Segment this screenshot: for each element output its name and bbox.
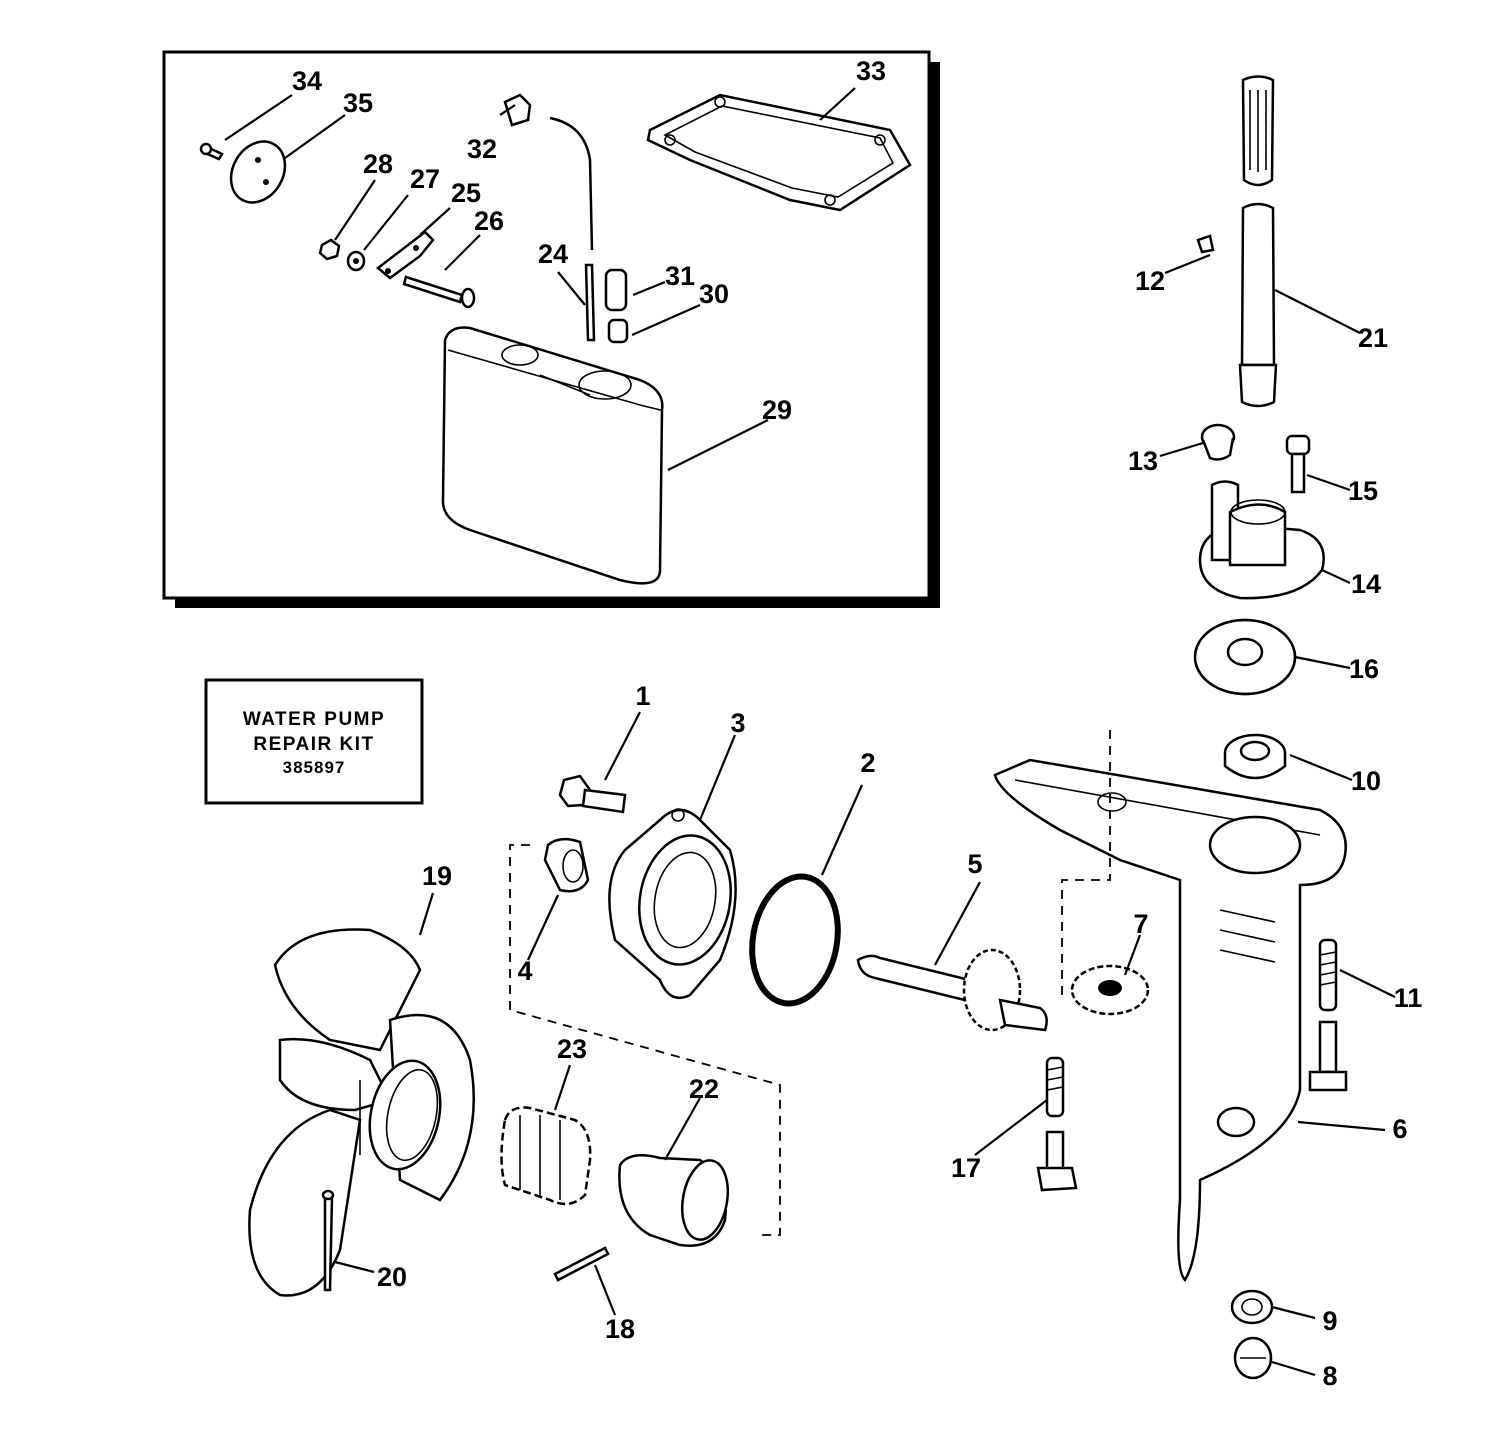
- leader-lines: [224, 87, 1396, 1377]
- callout-27: 27: [410, 164, 440, 194]
- sleeve-part-31: [604, 268, 628, 312]
- callout-12: 12: [1135, 266, 1165, 296]
- callout-5: 5: [967, 849, 982, 879]
- pump-housing-part-14: [1198, 480, 1325, 600]
- callout-17: 17: [951, 1153, 981, 1183]
- cover-plate-part-35: [229, 140, 287, 204]
- cotter-pin-part-20: [321, 1189, 335, 1292]
- callout-31: 31: [665, 261, 695, 291]
- grommet-part-30: [607, 318, 629, 344]
- stud-part-11: [1308, 938, 1348, 1092]
- callout-26: 26: [474, 206, 504, 236]
- callout-6: 6: [1392, 1114, 1407, 1144]
- screw-part-17: [1036, 1056, 1078, 1192]
- callout-18: 18: [605, 1314, 635, 1344]
- water-tube: [549, 116, 594, 251]
- thrust-hub-part-22: [618, 1153, 730, 1247]
- bracket-part-25: [375, 230, 435, 280]
- pinion-gear-part-7: [1070, 964, 1150, 1016]
- callout-19: 19: [422, 861, 452, 891]
- callout-30: 30: [699, 279, 729, 309]
- spline-drive-part-23: [500, 1106, 592, 1206]
- callout-34: 34: [292, 66, 322, 96]
- propeller-part-19: [248, 928, 475, 1297]
- callout-14: 14: [1351, 569, 1381, 599]
- callout-24: 24: [538, 239, 568, 269]
- callout-22: 22: [689, 1074, 719, 1104]
- bushing-part-13: [1200, 423, 1236, 461]
- seal-part-10: [1223, 733, 1287, 780]
- callout-2: 2: [860, 748, 875, 778]
- callout-8: 8: [1322, 1361, 1337, 1391]
- callout-23: 23: [557, 1034, 587, 1064]
- o-ring-part-2: [749, 873, 841, 1007]
- rod-part-24: [584, 263, 596, 342]
- gasket-part-33: [646, 93, 912, 212]
- kit-line-2: REPAIR KIT: [253, 734, 374, 755]
- callout-7: 7: [1133, 909, 1148, 939]
- callout-11: 11: [1394, 983, 1423, 1013]
- callout-28: 28: [363, 149, 393, 179]
- callout-21: 21: [1358, 323, 1388, 353]
- kit-part-number: 385897: [283, 758, 346, 777]
- callout-16: 16: [1349, 654, 1379, 684]
- drive-shaft-upper-part-21: [1241, 75, 1275, 187]
- pin-part-12: [1196, 234, 1215, 254]
- exhaust-housing-part-29: [441, 326, 664, 585]
- bearing-housing-part-3: [608, 808, 737, 1000]
- callout-labels: 34 35 28 27 25 26 32 24 31 30 29 33 12 2…: [292, 56, 1422, 1391]
- nut-part-28: [318, 238, 341, 261]
- callout-33: 33: [856, 56, 886, 86]
- kit-line-1: WATER PUMP: [243, 709, 385, 730]
- plug-part-8: [1233, 1336, 1273, 1380]
- washer-part-9: [1230, 1289, 1274, 1325]
- kit-group-outline: [509, 844, 781, 1236]
- screw-part-15: [1285, 434, 1311, 494]
- gearcase-center-lines: [1061, 730, 1111, 1000]
- callout-13: 13: [1128, 446, 1158, 476]
- washer-part-27: [346, 250, 366, 272]
- callout-25: 25: [451, 178, 481, 208]
- callout-32: 32: [467, 134, 497, 164]
- callout-3: 3: [730, 708, 745, 738]
- prop-shaft-part-5: [856, 948, 1048, 1032]
- drive-shaft-part-21: [1238, 202, 1278, 408]
- bushing-part-4: [543, 837, 590, 893]
- callout-4: 4: [517, 956, 532, 986]
- callout-35: 35: [343, 88, 373, 118]
- callout-9: 9: [1322, 1306, 1337, 1336]
- bolt-part-26: [402, 275, 476, 309]
- gearcase-part-6: [993, 758, 1347, 1283]
- bolt-part-1: [558, 774, 627, 814]
- callout-10: 10: [1351, 766, 1381, 796]
- screw-part-34: [199, 142, 224, 161]
- callout-15: 15: [1348, 476, 1378, 506]
- shear-pin-part-18: [553, 1246, 610, 1282]
- callout-29: 29: [762, 395, 792, 425]
- impeller-part-16: [1193, 618, 1297, 696]
- water-pump-repair-kit-box: WATER PUMP REPAIR KIT 385897: [204, 678, 424, 805]
- callout-20: 20: [377, 1262, 407, 1292]
- callout-1: 1: [635, 681, 650, 711]
- clip-part-32: [503, 93, 532, 127]
